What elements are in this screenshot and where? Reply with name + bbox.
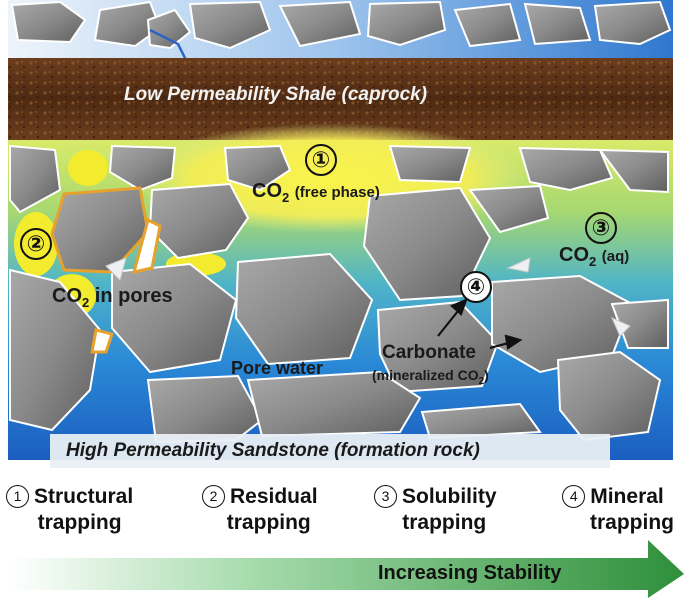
formation-label: High Permeability Sandstone (formation r… (66, 440, 480, 461)
legend-number: 4 (562, 485, 586, 508)
legend-line2: trapping (402, 511, 487, 534)
legend-number: 2 (202, 485, 225, 508)
formation-rocks (9, 144, 669, 444)
overburden-rocks (10, 0, 672, 50)
stability-arrow (10, 540, 684, 598)
legend-line1: Solubility (402, 485, 497, 508)
free-phase-label: CO2 (free phase) (252, 180, 380, 205)
carbonate-label: Carbonate (382, 342, 476, 363)
marker-4: ④ (460, 271, 492, 303)
orange-sliver (131, 217, 162, 275)
carbonate-pointer-arrows (437, 297, 523, 350)
mineralized-label: (mineralized CO2) (372, 367, 489, 387)
legend-line2: trapping (226, 511, 311, 534)
marker-2: ② (20, 228, 52, 260)
marker-3: ③ (585, 212, 617, 244)
in-pores-label: CO2 in pores (52, 285, 173, 310)
caprock-label: Low Permeability Shale (caprock) (124, 84, 428, 105)
formation-label-banner (50, 434, 610, 468)
marker-1: ① (305, 144, 337, 176)
aqueous-label: CO2 (aq) (559, 244, 630, 269)
legend-line1: Structural (34, 485, 134, 508)
legend-number: 3 (374, 485, 397, 508)
legend-line1: Mineral (590, 485, 664, 508)
legend-line2: trapping (590, 511, 674, 534)
carbonate-flakes (105, 257, 631, 337)
pore-water-label: Pore water (231, 358, 324, 378)
increasing-stability-label: Increasing Stability (378, 562, 562, 584)
legend-line2: trapping (37, 511, 122, 534)
legend-line1: Residual (230, 485, 318, 508)
legend-number: 1 (6, 485, 29, 508)
orange-sliver-2 (90, 328, 114, 354)
